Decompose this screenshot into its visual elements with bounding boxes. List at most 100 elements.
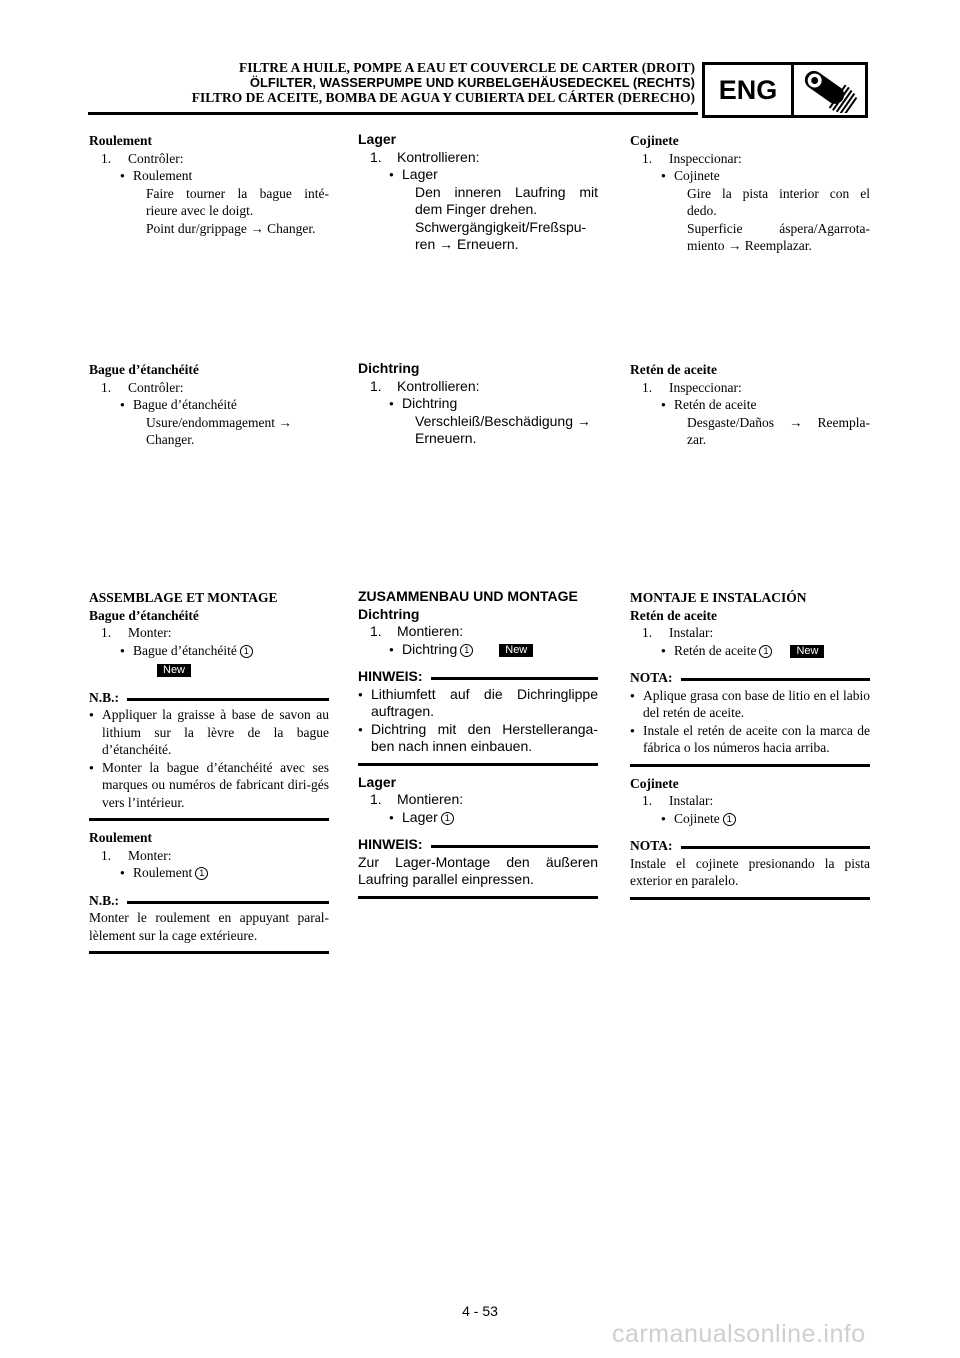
body-line: dedo. [687,203,717,218]
fr-oil-seal-inspection: Bague d’étanchéité 1. Contrôler: Bague d’… [89,361,329,449]
body-line: Point dur/grippage → Changer. [146,220,316,236]
note-end-rule [358,762,598,766]
es-bearing-inspection: Cojinete 1.Inspeccionar: Cojinete Gire l… [630,132,870,255]
body-line: Faire tourner la bague inté- [146,185,329,201]
body-line: Den inneren Laufring mit [415,183,598,200]
section-title: Roulement [89,133,152,148]
step-text: Inspeccionar: [669,379,742,395]
header-title-es: FILTRO DE ACEITE, BOMBA DE AGUA Y CUBIER… [191,90,695,105]
note-bullet: Monter la bague d’étanchéité avec ses ma… [89,759,329,812]
de-assembly: ZUSAMMENBAU UND MONTAGE Dichtring 1. Mont… [358,588,598,907]
note-label: N.B.: [89,892,119,908]
header-rule [88,112,698,115]
step: 1.Contrôler: [89,150,329,168]
item-label: Bague d’étanchéité [133,642,237,658]
bullet-item: Cojinete [630,167,870,185]
body-line: Desgaste/Daños → Reempla- [687,414,870,430]
step-text: Kontrollieren: [397,377,480,394]
header-title-fr: FILTRE A HUILE, POMPE A EAU ET COUVERCLE… [239,60,695,75]
step-number: 1. [101,847,112,863]
section-title: Retén de aceite [630,362,717,377]
item-label: Roulement [133,865,193,880]
note-rule [680,678,870,682]
section-title: Cojinete [630,775,679,791]
page-number: 4 - 53 [462,1303,498,1319]
section-title: Roulement [89,830,152,845]
note-rule [127,900,329,904]
note-bullet: Instale el retén de aceite con la marca … [630,722,870,757]
note-text: Zur Lager-Montage den äußeren Laufring p… [358,853,598,888]
bullet-item: Bague d’étanchéité [89,396,329,414]
step-text: Contrôler: [128,150,184,166]
es-oil-seal-inspection: Retén de aceite 1.Inspeccionar: Retén de… [630,361,870,449]
note-end-rule [630,763,870,767]
step-text: Inspeccionar: [669,150,742,166]
step-number: 1. [642,793,653,808]
bullet-item: Retén de aceite [630,396,870,414]
note-rule [430,845,598,849]
note-heading: HINWEIS: [358,668,598,686]
step-text: Contrôler: [128,379,184,395]
reference-number: 1 [440,811,454,825]
new-badge-row: New [89,661,329,679]
note-heading: NOTA: [630,837,870,855]
section-heading: MONTAJE E INSTALACIÓN [630,590,807,605]
section-badge: ENG [702,62,868,118]
body-line: dem Finger drehen. [415,201,538,217]
note-label: NOTA: [630,838,673,853]
step: 1.Inspeccionar: [630,379,870,397]
body-line: Verschleiß/Beschädigung → [415,412,591,429]
section-title: Bague d’étanchéité [89,607,199,623]
note-text: Instale el cojinete presionando la pista… [630,855,870,889]
note-heading: HINWEIS: [358,836,598,854]
section-heading: ZUSAMMENBAU UND MONTAGE [358,588,578,604]
reference-number: 1 [195,867,209,880]
note-end-rule [630,896,870,900]
body-line: Gire la pista interior con el [687,185,870,201]
step: 1. Monter: [89,847,329,865]
step-number: 1. [101,625,112,640]
fr-assembly: ASSEMBLAGE ET MONTAGE Bague d’étanchéité… [89,589,329,962]
item-label: Dichtring [402,640,458,657]
step-text: Monter: [128,847,172,863]
reference-number: 1 [239,644,253,658]
body-line: Changer. [146,432,195,447]
note-heading: N.B.: [89,689,329,707]
step-text: Monter: [128,625,172,640]
de-oil-seal-inspection: Dichtring 1.Kontrollieren: Dichtring Ver… [358,360,598,448]
bullet-item: Lager [358,166,598,184]
item-label: Lager [402,808,438,825]
section-title: Retén de aceite [630,607,717,623]
step-number: 1. [370,623,382,639]
note-end-rule [89,818,329,821]
body-line: Superficie áspera/Agarrota- [687,220,870,236]
fr-bearing-inspection: Roulement 1.Contrôler: Roulement Faire t… [89,132,329,237]
body-line: Usure/endommagement → [146,414,292,430]
step: 1. Montieren: [358,623,598,641]
body-line: Erneuern. [415,430,477,446]
bullet-item: Roulement [89,167,329,185]
step-text: Montieren: [397,791,464,807]
step-number: 1. [101,379,112,395]
step-number: 1. [642,625,653,640]
step-text: Montieren: [397,623,464,639]
step-number: 1. [370,791,382,807]
new-badge: New [157,664,192,677]
page-header: FILTRE A HUILE, POMPE A EAU ET COUVERCLE… [140,60,695,105]
es-assembly: MONTAJE E INSTALACIÓN Retén de aceite 1.… [630,589,870,908]
engine-icon [794,65,865,115]
bullet-item: Dichtring [358,395,598,413]
step: 1. Montieren: [358,791,598,809]
note-bullet: Aplique grasa con base de litio en el la… [630,687,870,722]
new-badge: New [499,643,534,657]
note-label: HINWEIS: [358,836,423,852]
section-title: Bague d’étanchéité [89,362,199,377]
reference-number: 1 [759,644,773,658]
step: 1.Instalar: [630,792,870,810]
